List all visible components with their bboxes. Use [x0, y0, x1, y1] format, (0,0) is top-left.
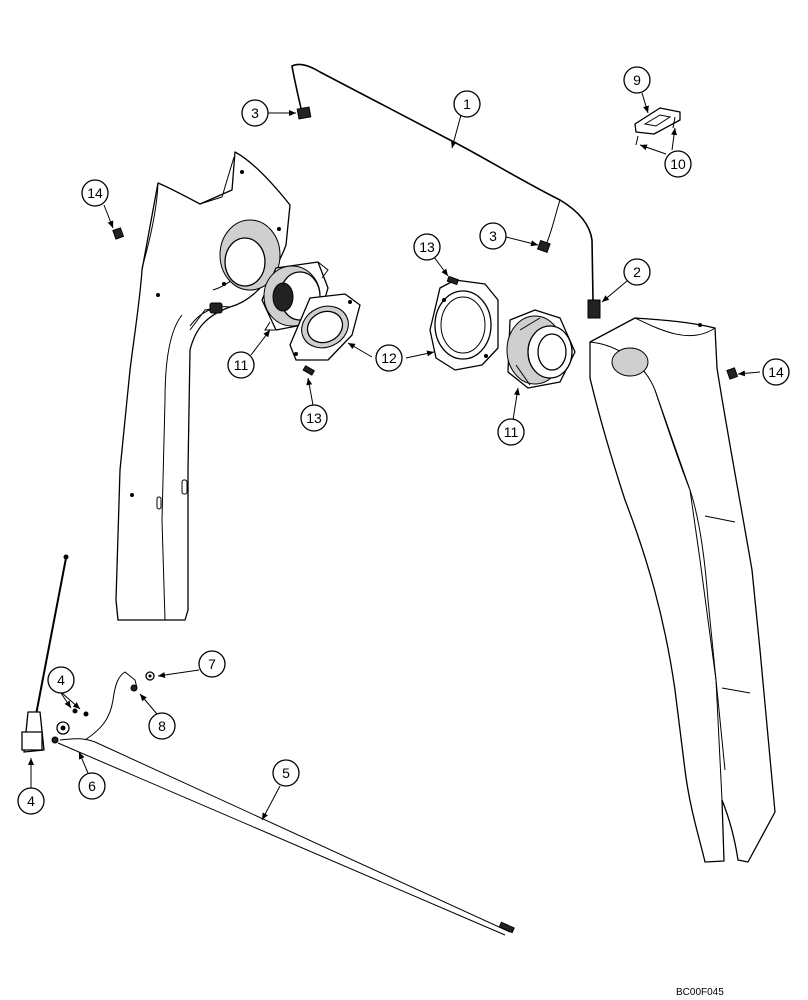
- leader-lines: [28, 92, 761, 821]
- svg-text:11: 11: [504, 424, 519, 440]
- right-speaker: [506, 309, 576, 389]
- callout-7: 7: [198, 650, 226, 678]
- right-speaker-adapter-plate: [429, 275, 499, 371]
- svg-text:9: 9: [633, 72, 641, 88]
- svg-text:1: 1: [463, 96, 471, 112]
- antenna-assembly: [21, 554, 89, 753]
- svg-text:14: 14: [87, 185, 103, 201]
- left-speaker-adapter-plate: [289, 293, 361, 376]
- svg-text:8: 8: [158, 718, 166, 734]
- callout-11-right: 11: [497, 418, 525, 446]
- wire-harness: [291, 63, 601, 319]
- callout-12: 12: [375, 344, 403, 372]
- callout-10: 10: [664, 150, 692, 178]
- callout-3-top: 3: [241, 99, 269, 127]
- callout-4-lower: 4: [17, 787, 45, 815]
- callout-2: 2: [623, 258, 651, 286]
- callout-14-right: 14: [762, 358, 790, 386]
- clip-left: [112, 227, 125, 240]
- callout-4-upper: 4: [47, 666, 75, 694]
- svg-text:13: 13: [419, 239, 435, 255]
- callout-8: 8: [148, 712, 176, 740]
- svg-text:4: 4: [27, 793, 35, 809]
- svg-text:6: 6: [88, 778, 96, 794]
- svg-text:5: 5: [282, 765, 290, 781]
- antenna-small-parts: [130, 671, 155, 692]
- svg-text:3: 3: [251, 105, 259, 121]
- dome-light-bracket: [634, 107, 681, 146]
- callout-11-left: 11: [227, 351, 255, 379]
- callout-6: 6: [78, 772, 106, 800]
- svg-text:12: 12: [381, 350, 397, 366]
- svg-text:2: 2: [633, 264, 641, 280]
- callout-1: 1: [453, 90, 481, 118]
- callout-13-lower: 13: [300, 404, 328, 432]
- callout-14-left: 14: [81, 179, 109, 207]
- antenna-cable: [57, 671, 515, 936]
- callout-5: 5: [272, 759, 300, 787]
- svg-text:11: 11: [234, 357, 249, 373]
- svg-text:10: 10: [670, 156, 686, 172]
- callout-3-mid: 3: [479, 222, 507, 250]
- svg-text:4: 4: [57, 672, 65, 688]
- drawing-code: BC00F045: [676, 987, 724, 998]
- clip-right: [726, 367, 739, 380]
- left-trim-panel: [115, 151, 291, 621]
- svg-text:13: 13: [306, 410, 322, 426]
- callout-9: 9: [623, 66, 651, 94]
- right-trim-panel: [589, 317, 776, 863]
- svg-text:3: 3: [489, 228, 497, 244]
- svg-text:7: 7: [208, 656, 216, 672]
- callout-13-upper: 13: [413, 233, 441, 261]
- svg-text:14: 14: [768, 364, 784, 380]
